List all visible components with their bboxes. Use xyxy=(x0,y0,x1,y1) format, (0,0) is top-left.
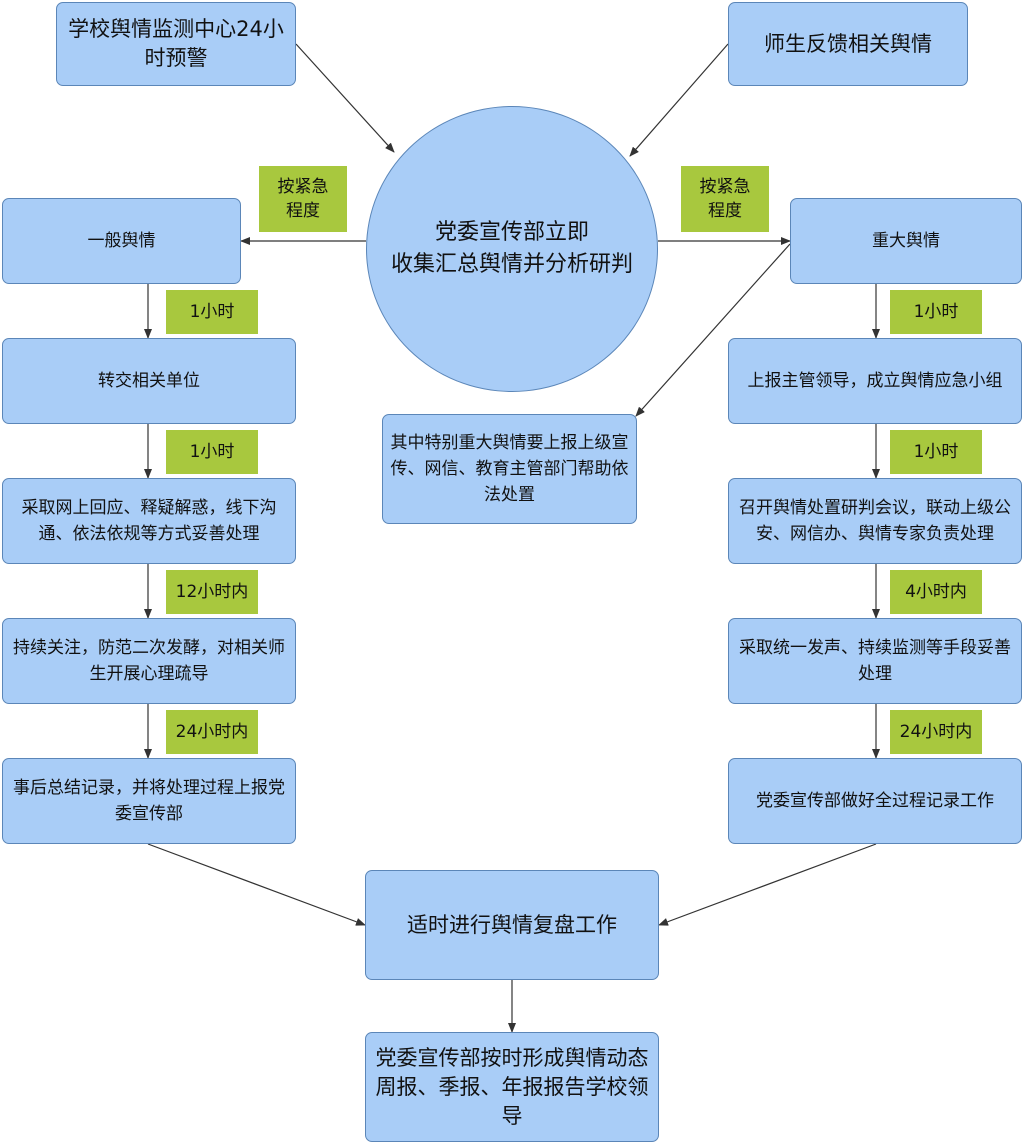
general-opinion-node: 一般舆情 xyxy=(2,198,241,284)
left-step-3: 持续关注，防范二次发酵，对相关师生开展心理疏导 xyxy=(2,618,296,704)
left-time-tag-4: 24小时内 xyxy=(166,710,258,754)
special-report-node: 其中特别重大舆情要上报上级宣传、网信、教育主管部门帮助依法处置 xyxy=(382,414,637,524)
right-step-1: 上报主管领导，成立舆情应急小组 xyxy=(728,338,1022,424)
feedback-node: 师生反馈相关舆情 xyxy=(728,2,968,86)
report-node: 党委宣传部按时形成舆情动态周报、季报、年报报告学校领导 xyxy=(365,1032,659,1142)
left-step-1: 转交相关单位 xyxy=(2,338,296,424)
right-time-tag-4: 24小时内 xyxy=(890,710,982,754)
analysis-center-node: 党委宣传部立即 收集汇总舆情并分析研判 xyxy=(366,106,658,392)
arrow-right-step4-to-review xyxy=(658,843,877,926)
right-time-tag-3: 4小时内 xyxy=(890,570,982,614)
urgency-tag-right: 按紧急 程度 xyxy=(681,166,769,232)
arrow-left-step4-to-review xyxy=(147,843,366,926)
right-step-4: 党委宣传部做好全过程记录工作 xyxy=(728,758,1022,844)
left-time-tag-2: 1小时 xyxy=(166,430,258,474)
arrow-feedback-to-center xyxy=(629,43,729,157)
right-step-3: 采取统一发声、持续监测等手段妥善处理 xyxy=(728,618,1022,704)
left-time-tag-3: 12小时内 xyxy=(166,570,258,614)
major-opinion-node: 重大舆情 xyxy=(790,198,1022,284)
monitor-center-node: 学校舆情监测中心24小时预警 xyxy=(56,2,296,86)
left-time-tag-1: 1小时 xyxy=(166,290,258,334)
right-step-2: 召开舆情处置研判会议，联动上级公安、网信办、舆情专家负责处理 xyxy=(728,478,1022,564)
left-step-4: 事后总结记录，并将处理过程上报党委宣传部 xyxy=(2,758,296,844)
review-node: 适时进行舆情复盘工作 xyxy=(365,870,659,980)
right-time-tag-1: 1小时 xyxy=(890,290,982,334)
urgency-tag-left: 按紧急 程度 xyxy=(259,166,347,232)
right-time-tag-2: 1小时 xyxy=(890,430,982,474)
left-step-2: 采取网上回应、释疑解惑，线下沟通、依法依规等方式妥善处理 xyxy=(2,478,296,564)
arrow-monitor-to-center xyxy=(295,43,395,153)
